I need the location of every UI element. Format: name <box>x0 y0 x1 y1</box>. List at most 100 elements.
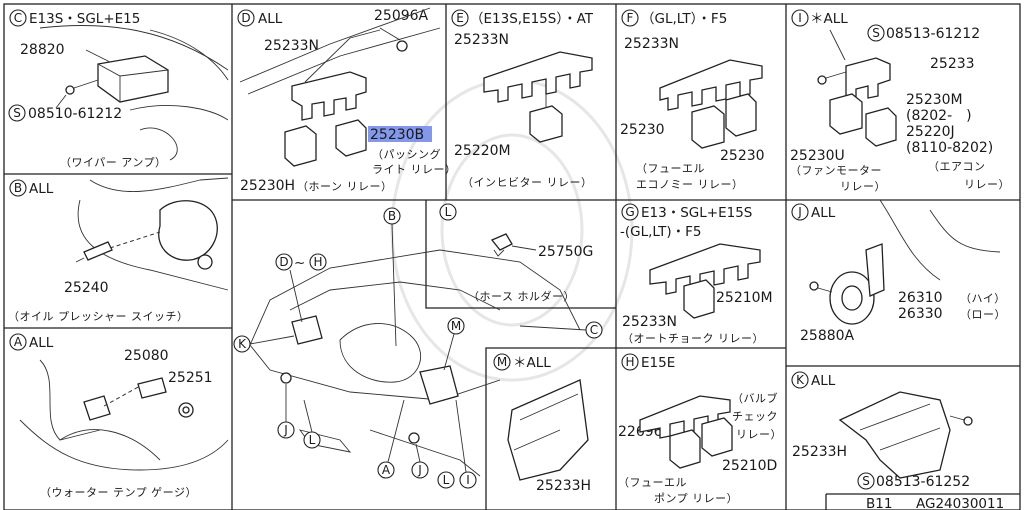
panel-b-caption: （オイル プレッシャー スイッチ） <box>8 310 189 323</box>
part-number-25233N: 25233N <box>622 314 677 330</box>
panel-e-letter: E <box>456 11 464 25</box>
part-number-08513-61212: 08513-61212 <box>886 26 980 42</box>
callout-j-2: J <box>417 463 422 477</box>
panel-k-screw-badge <box>857 472 875 490</box>
callout-i-badge <box>459 471 477 489</box>
part-number-25233N: 25233N <box>624 36 679 52</box>
panel-d-title: ALL <box>258 11 283 27</box>
callout-l-badge-2 <box>437 471 455 489</box>
panel-i-screw-symbol: S <box>872 26 880 40</box>
panel-d-letter: D <box>241 11 250 25</box>
panel-i-letter-badge <box>791 9 809 27</box>
panel-i-caption-fan-2: リレー） <box>840 180 886 193</box>
callout-i: I <box>466 473 470 487</box>
panel-c-letter-badge <box>9 9 27 27</box>
panel-f-caption-1: （フューエル <box>636 162 705 175</box>
panel-h-caption-fuel-2: ポンプ リレー） <box>654 492 738 505</box>
part-number-25750G: 25750G <box>538 244 593 260</box>
callout-a: A <box>382 463 391 477</box>
callout-b: B <box>388 209 396 223</box>
panel-i-caption-aircon-2: リレー） <box>964 178 1010 191</box>
panel-h-caption-valve-1: （バルブ <box>732 391 778 405</box>
part-number-26310: 26310 <box>898 290 943 306</box>
panel-k: K ALL 25233H S 08513-61252 <box>791 371 973 490</box>
callout-j-1: J <box>283 423 288 437</box>
panel-h-letter: H <box>625 355 634 369</box>
callout-m-badge <box>447 317 465 335</box>
callout-k: K <box>238 337 247 351</box>
panel-k-screw-symbol: S <box>862 474 870 488</box>
panel-m-letter-badge <box>493 353 511 371</box>
part-number-25230H: 25230H <box>240 178 295 194</box>
panel-d-caption-passing-2: ライト リレー） <box>372 163 457 176</box>
panel-d-caption-passing-1: （パッシング <box>372 147 441 161</box>
callout-c: C <box>590 323 598 337</box>
panel-k-letter-badge <box>791 371 809 389</box>
callout-h: H <box>313 255 322 269</box>
panel-h-caption-valve-2: チェック <box>732 410 778 423</box>
panel-c-caption: （ワイパー アンプ） <box>60 156 167 169</box>
part-number-25240: 25240 <box>64 280 109 296</box>
part-number-25096A: 25096A <box>374 8 429 24</box>
panel-m: M ＊ALL 25233H <box>493 353 591 494</box>
panel-e-letter-badge <box>451 9 469 27</box>
panel-a-letter: A <box>14 335 23 349</box>
part-number-25233N: 25233N <box>264 38 319 54</box>
panel-a-caption: （ウォーター テンプ ゲージ） <box>40 486 197 499</box>
callout-d-badge <box>275 253 293 271</box>
panel-f: F （GL,LT）・F5 25233N 25230 25230 （フューエル エ… <box>620 9 765 191</box>
part-number-25233N: 25233N <box>454 32 509 48</box>
screw-symbol-badge <box>8 104 26 122</box>
panel-h-caption-valve-3: リレー） <box>736 428 782 441</box>
part-number-25220J: 25220J <box>906 124 955 140</box>
screw-symbol: S <box>13 106 21 120</box>
callout-a-badge <box>377 461 395 479</box>
panel-j-letter-badge <box>791 203 809 221</box>
part-number-25251: 25251 <box>168 370 213 386</box>
panel-k-title: ALL <box>811 373 836 389</box>
panel-c-title: E13S・SGL+E15 <box>29 11 140 27</box>
panel-b-letter-badge <box>9 179 27 197</box>
panel-e-caption: （インヒビター リレー） <box>462 176 593 189</box>
part-number-25233H: 25233H <box>792 444 847 460</box>
panel-i-letter: I <box>798 11 802 25</box>
callout-l-1: L <box>309 433 316 447</box>
callout-l-2: L <box>443 473 450 487</box>
part-code-8110-8202: (8110-8202) <box>906 140 993 156</box>
part-number-25230M: 25230M <box>906 92 963 108</box>
part-code-8202: (8202- ) <box>906 108 972 124</box>
panel-b-letter: B <box>14 181 22 195</box>
panel-h-letter-badge <box>621 353 639 371</box>
part-number-25230U: 25230U <box>790 148 845 164</box>
callout-d: D <box>279 255 288 269</box>
panel-f-caption-2: エコノミー リレー） <box>636 178 744 191</box>
part-number-08510-61212: 08510-61212 <box>28 106 122 122</box>
part-number-25230-a: 25230 <box>620 122 665 138</box>
panel-k-letter: K <box>796 373 805 387</box>
panel-g: G E13・SGL+E15S -(GL,LT)・F5 25210M 25233N… <box>620 203 773 345</box>
panel-a-title: ALL <box>29 335 54 351</box>
panel-c-letter: C <box>14 11 22 25</box>
panel-h-title: E15E <box>641 355 675 371</box>
panel-i-caption-fan-1: （ファンモーター <box>790 164 882 177</box>
panel-b: B ALL 25240 （オイル プレッシャー スイッチ） <box>8 177 229 323</box>
panel-e: E （E13S,E15S）・AT 25233N 25220M （インヒビター リ… <box>451 9 594 189</box>
part-number-25230B: 25230B <box>370 127 424 143</box>
panel-d-caption-horn: （ホーン リレー） <box>297 180 392 193</box>
panel-j-caption-lo: （ロー） <box>960 308 1006 321</box>
panel-g-title: E13・SGL+E15S <box>641 205 752 221</box>
panel-h: H E15E （バルブ チェック リレー） 22696Y 25210D （フュー… <box>618 353 782 505</box>
callout-range-tilde: ~ <box>294 255 305 271</box>
engine-bay-panel: D ~ H B M C K J L A J L I <box>233 207 603 489</box>
panel-g-letter: G <box>625 205 634 219</box>
panel-i-screw-badge <box>867 24 885 42</box>
part-number-08513-61252: 08513-61252 <box>876 474 970 490</box>
panel-i-caption-aircon-1: （エアコン <box>928 160 986 173</box>
panel-a: A ALL 25080 25251 （ウォーター テンプ ゲージ） <box>9 333 229 499</box>
callout-m: M <box>451 319 461 333</box>
callout-h-badge <box>309 253 327 271</box>
highlighted-part-box <box>368 126 432 142</box>
panel-f-letter: F <box>627 11 634 25</box>
panel-m-letter: M <box>497 355 507 369</box>
panel-i-title: ＊ALL <box>810 11 848 27</box>
